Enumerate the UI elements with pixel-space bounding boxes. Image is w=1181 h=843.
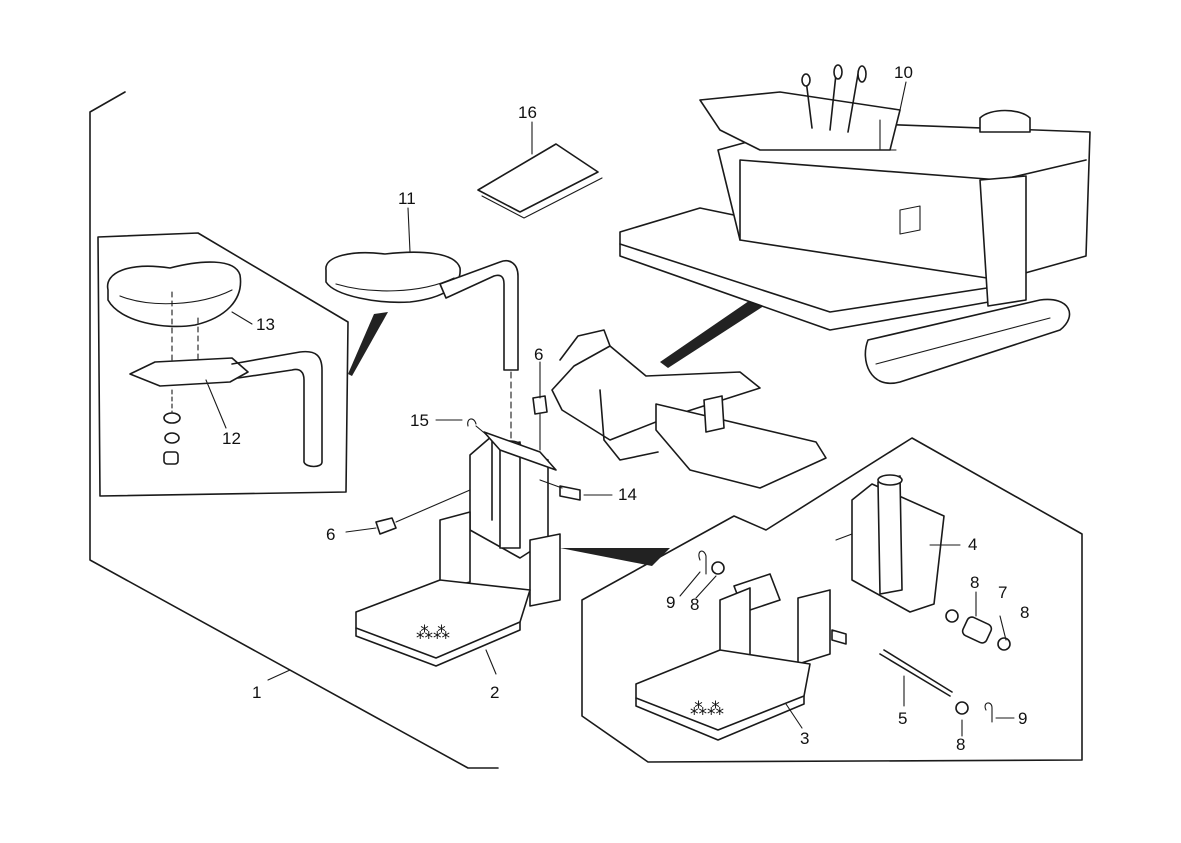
swivel-detail-inset — [581, 437, 1083, 763]
callout-5: 5 — [898, 709, 907, 728]
callout-8-right: 8 — [1020, 603, 1029, 622]
machine-10 — [619, 64, 1091, 385]
assembly-boundary-outline — [89, 91, 499, 769]
callout-1: 1 — [252, 683, 261, 702]
pin-5 — [879, 649, 953, 697]
callout-12: 12 — [222, 429, 241, 448]
manual-16 — [477, 143, 603, 219]
callout-8-upper: 8 — [970, 573, 979, 592]
callout-6-lower: 6 — [326, 525, 335, 544]
callout-2: 2 — [490, 683, 499, 702]
seat-bracket-4 — [835, 474, 945, 613]
machine-pointer — [660, 292, 770, 368]
callout-4: 4 — [968, 535, 977, 554]
callout-15: 15 — [410, 411, 429, 430]
leader-lines — [205, 81, 1015, 737]
callout-3: 3 — [800, 729, 809, 748]
seat-frame-3: ⁂⁂ — [635, 573, 847, 741]
seat-detail-inset — [97, 232, 349, 497]
seat-frame-2: ⁂⁂ — [355, 395, 581, 667]
washers-8 — [711, 561, 1011, 715]
svg-text:⁂⁂: ⁂⁂ — [690, 699, 724, 718]
callout-8-bottom: 8 — [956, 735, 965, 754]
floor-bracket — [551, 329, 827, 489]
svg-text:⁂⁂: ⁂⁂ — [416, 623, 450, 642]
callout-6-upper: 6 — [534, 345, 543, 364]
callout-7: 7 — [998, 583, 1007, 602]
callout-13: 13 — [256, 315, 275, 334]
callout-9-left: 9 — [666, 593, 675, 612]
callout-14: 14 — [618, 485, 637, 504]
callout-11: 11 — [398, 189, 416, 208]
seat-cushion-13 — [106, 261, 242, 328]
callout-9-right: 9 — [1018, 709, 1027, 728]
inset-pointer-right — [560, 548, 670, 566]
main-seat-11 — [325, 251, 519, 441]
callout-10: 10 — [894, 63, 913, 82]
seat-plate-12 — [129, 357, 249, 387]
spring-7 — [961, 616, 993, 644]
clips-9 — [698, 550, 993, 723]
callout-8-left: 8 — [690, 595, 699, 614]
inset-pointer — [348, 312, 388, 376]
callout-labels: 1 2 3 4 5 6 6 7 8 8 8 8 9 9 10 11 12 13 … — [222, 63, 1029, 754]
callout-16: 16 — [518, 103, 537, 122]
